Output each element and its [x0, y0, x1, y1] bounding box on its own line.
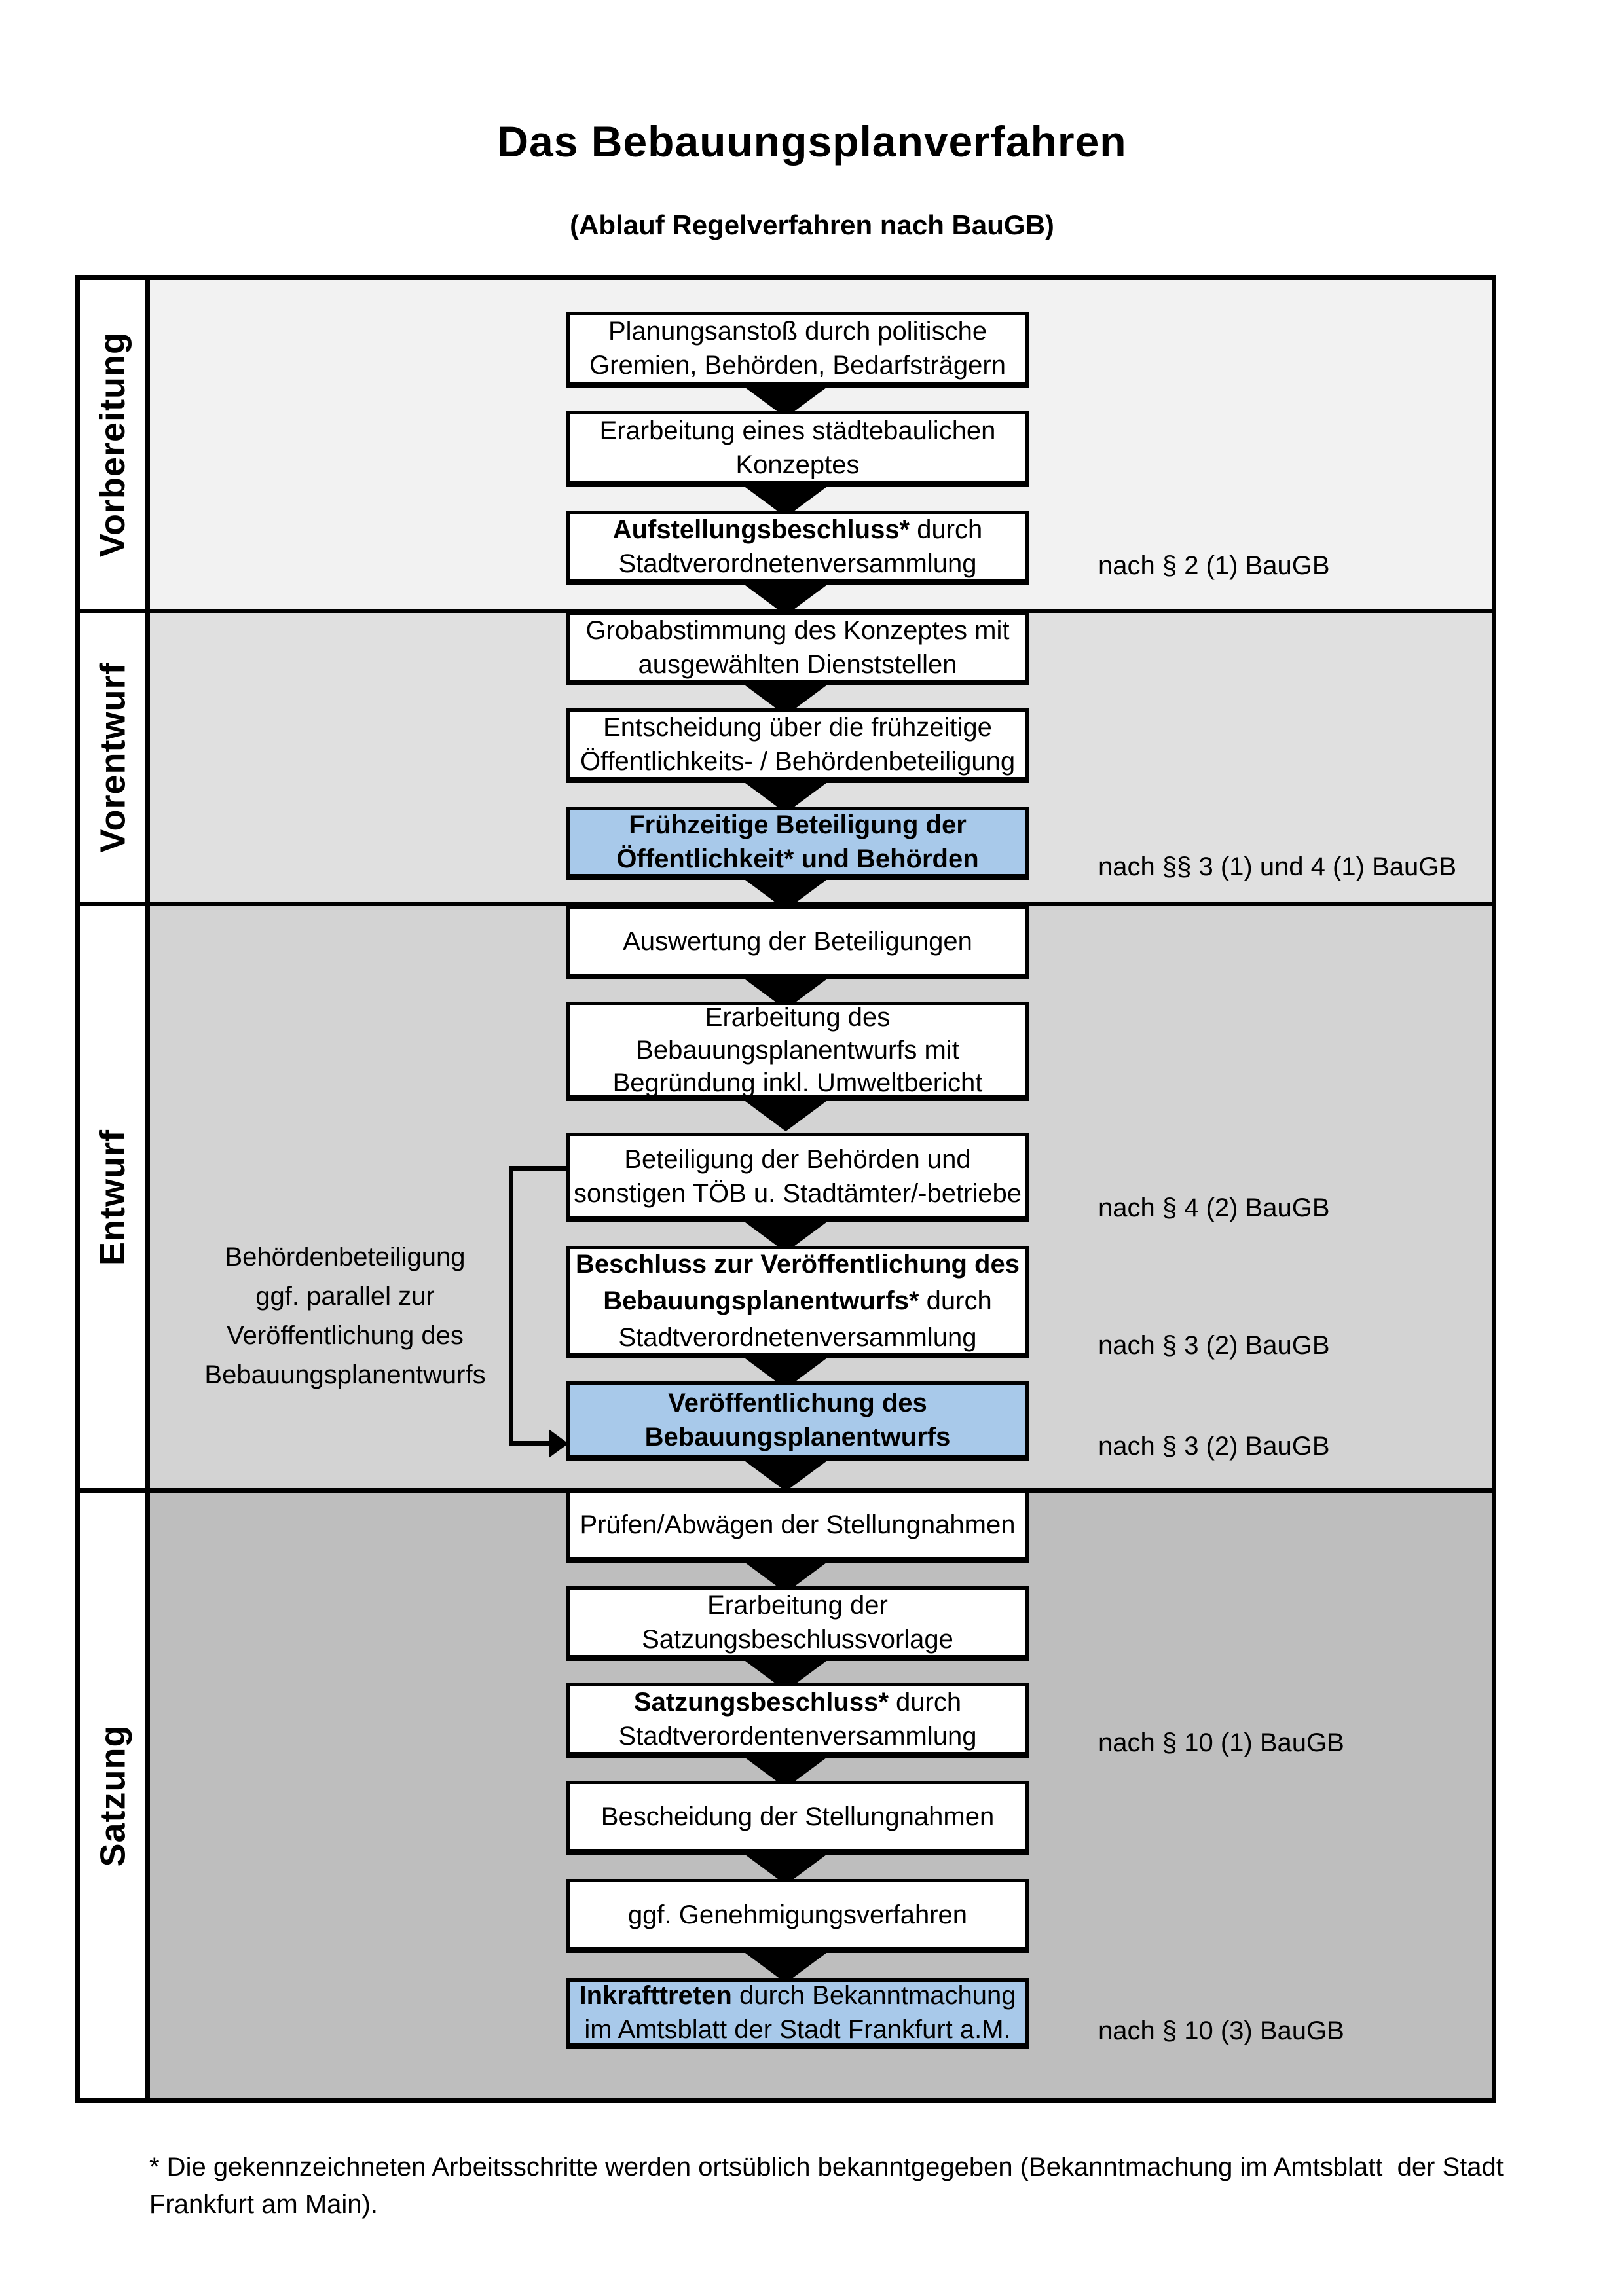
- side-note-behoerdenbeteiligung: Behördenbeteiligung ggf. parallel zur Ve…: [204, 1243, 486, 1389]
- connector-line-vertical: [509, 1166, 513, 1446]
- flow-box-bescheidung: Bescheidung der Stellungnahmen: [566, 1781, 1029, 1855]
- flow-arrow-down: [745, 1953, 826, 1983]
- legal-ref-satzungsbeschluss: nach § 10 (1) BauGB: [1098, 1728, 1344, 1757]
- flow-box-grobabstimmung: Grobabstimmung des Konzeptes mit ausgewä…: [566, 612, 1029, 685]
- legal-ref-veroeffentlichung: nach § 3 (2) BauGB: [1098, 1432, 1330, 1461]
- connector-arrowhead-right: [549, 1429, 568, 1458]
- legal-ref-fruehzeitige-beteiligung: nach §§ 3 (1) und 4 (1) BauGB: [1098, 852, 1456, 881]
- legal-ref-beteiligung-behoerden: nach § 4 (2) BauGB: [1098, 1194, 1330, 1222]
- connector-line-top: [509, 1166, 566, 1171]
- legal-ref-aufstellungsbeschluss: nach § 2 (1) BauGB: [1098, 551, 1330, 580]
- flow-box-erarbeitung-entwurf: Erarbeitung des Bebauungsplanentwurfs mi…: [566, 1002, 1029, 1101]
- flow-box-fruehzeitige-beteiligung: Frühzeitige Beteiligung der Öffentlichke…: [566, 807, 1029, 880]
- flow-arrow-down: [745, 880, 826, 910]
- page-title: Das Bebauungsplanverfahren: [497, 117, 1127, 166]
- page-subtitle: (Ablauf Regelverfahren nach BauGB): [570, 210, 1054, 240]
- legal-ref-beschluss-veroeffentlichung: nach § 3 (2) BauGB: [1098, 1331, 1330, 1360]
- flow-box-veroeffentlichung: Veröffentlichung des Bebauungsplanentwur…: [566, 1381, 1029, 1461]
- flow-box-auswertung: Auswertung der Beteiligungen: [566, 905, 1029, 979]
- flow-box-pruefen: Prüfen/Abwägen der Stellungnahmen: [566, 1489, 1029, 1563]
- flow-box-satzungsbeschluss: Satzungsbeschluss* durch Stadtverordente…: [566, 1683, 1029, 1758]
- flow-box-erarbeitung-konzept: Erarbeitung eines städtebaulichen Konzep…: [566, 411, 1029, 487]
- footnote: * Die gekennzeichneten Arbeitsschritte w…: [149, 2153, 1511, 2219]
- flow-box-inkrafttreten: Inkrafttreten durch Bekanntmachung im Am…: [566, 1978, 1029, 2049]
- phase-vorentwurf-sidebar: Vorentwurf: [80, 613, 150, 902]
- phase-vorbereitung-sidebar: Vorbereitung: [80, 280, 150, 609]
- flow-box-beteiligung-behoerden: Beteiligung der Behörden und sonstigen T…: [566, 1133, 1029, 1222]
- process-frame: Vorbereitung Vorentwurf Entwurf Satzung: [75, 275, 1496, 2103]
- flow-box-aufstellungsbeschluss: Aufstellungsbeschluss* durch Stadtverord…: [566, 511, 1029, 585]
- flow-box-genehmigung: ggf. Genehmigungsverfahren: [566, 1879, 1029, 1953]
- flow-box-entscheidung: Entscheidung über die frühzeitige Öffent…: [566, 708, 1029, 783]
- phase-entwurf-sidebar: Entwurf: [80, 906, 150, 1488]
- flow-box-beschluss-veroeffentlichung: Beschluss zur Veröffentlichung des Bebau…: [566, 1246, 1029, 1358]
- flow-arrow-down: [745, 1101, 826, 1131]
- flow-box-erarbeitung-satzung: Erarbeitung der Satzungsbeschlussvorlage: [566, 1586, 1029, 1661]
- flowchart: Planungsanstoß durch politische Gremien,…: [80, 280, 1492, 2098]
- flow-arrow-down: [745, 1461, 826, 1491]
- flow-box-planungsanstoss: Planungsanstoß durch politische Gremien,…: [566, 312, 1029, 388]
- connector-line-bottom: [509, 1441, 549, 1446]
- phase-satzung-sidebar: Satzung: [80, 1493, 150, 2098]
- legal-ref-inkrafttreten: nach § 10 (3) BauGB: [1098, 2016, 1344, 2045]
- flow-arrow-down: [745, 585, 826, 615]
